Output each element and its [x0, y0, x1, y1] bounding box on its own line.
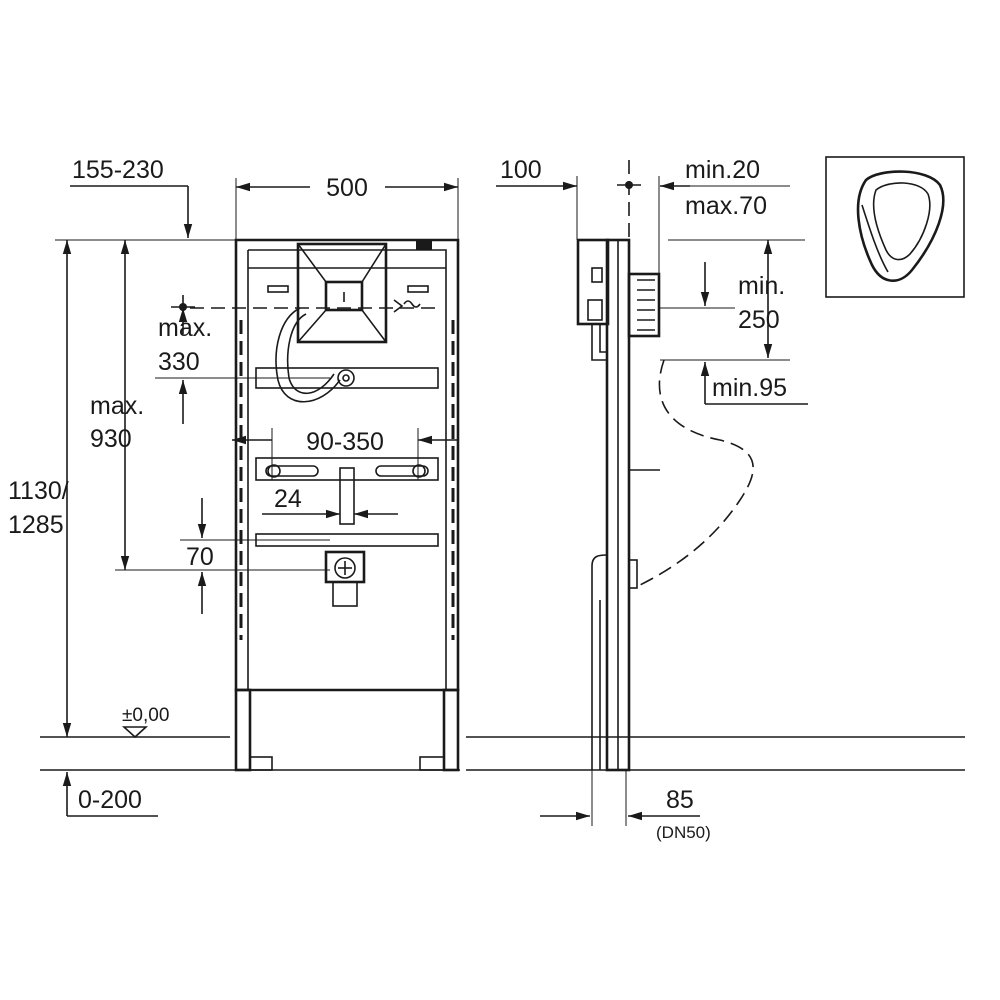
dim-max-top-value: 330: [158, 348, 200, 376]
urinal-icon: [825, 156, 965, 298]
flush-box: [296, 242, 388, 344]
side-view: 100 min.20 max.70 min. 250 min.95: [466, 156, 965, 842]
front-view: 500 155-230 1130/ 1285 max. 930 max. 330: [8, 156, 460, 817]
dim-max-height-value: 930: [90, 425, 132, 453]
frame-side: [576, 238, 661, 772]
dim-min-depth: min.20: [685, 156, 760, 184]
floor-level-icon: [121, 726, 149, 739]
dim-total-height-1: 1130/: [8, 477, 69, 505]
dim-max-height-label: max.: [90, 392, 144, 420]
dim-floor-adjust: 0-200: [78, 786, 142, 814]
dim-depth-adjust: 155-230: [72, 156, 164, 184]
urinal-outline: [639, 359, 754, 586]
dim-outlet-drop: 70: [186, 543, 214, 571]
floor-level-label: ±0,00: [122, 705, 169, 726]
urinal-brackets: [265, 464, 429, 525]
dim-min-clearance: min.95: [712, 374, 787, 402]
outlet-elbow: [324, 550, 366, 607]
frame: [234, 238, 460, 772]
dim-wall-offset: 100: [500, 156, 542, 184]
dim-max-top-label: max.: [158, 314, 212, 342]
dim-min-height-label: min.: [738, 272, 785, 300]
dim-width: 500: [326, 174, 368, 202]
dim-total-height-2: 1285: [8, 511, 64, 539]
dim-pipe: 85: [666, 786, 694, 814]
dim-outlet-offset: 24: [274, 485, 302, 513]
dim-bracket-spacing: 90-350: [306, 428, 384, 456]
dim-min-height-value: 250: [738, 306, 780, 334]
dimensions-side: 100 min.20 max.70 min. 250 min.95: [496, 156, 808, 842]
dim-pipe-note: (DN50): [656, 823, 711, 842]
dimensions-front: 500 155-230 1130/ 1285 max. 930 max. 330: [8, 156, 459, 817]
side-centerline: [617, 160, 641, 250]
dim-max-depth: max.70: [685, 192, 767, 220]
